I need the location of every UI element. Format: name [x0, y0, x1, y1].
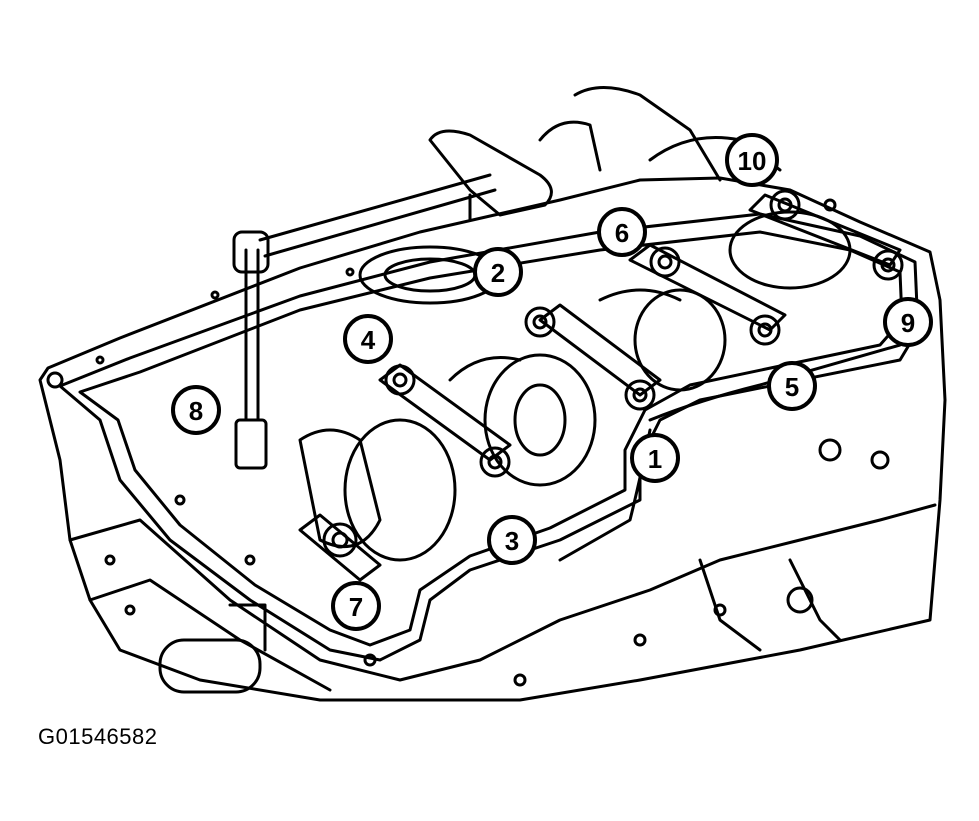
callout-3-label: 3 [505, 526, 519, 556]
callout-9-label: 9 [901, 308, 915, 338]
callout-6 [597, 207, 647, 257]
figure-id-caption: G01546582 [38, 724, 158, 749]
callouts [171, 133, 933, 631]
callout-10 [725, 133, 779, 187]
callout-1-label: 1 [648, 444, 662, 474]
callout-8-label: 8 [189, 396, 203, 426]
torque-wrench-socket [234, 418, 268, 470]
callout-9 [883, 297, 933, 347]
callout-4 [343, 314, 393, 364]
callout-2-label: 2 [491, 258, 505, 288]
callout-8 [171, 385, 221, 435]
callout-1 [630, 433, 680, 483]
callout-2 [473, 247, 523, 297]
callout-7 [331, 581, 381, 631]
callout-6-label: 6 [615, 218, 629, 248]
callout-10-label: 10 [738, 146, 767, 176]
callout-5-label: 5 [785, 372, 799, 402]
callout-5 [767, 361, 817, 411]
callout-3 [487, 515, 537, 565]
callout-4-label: 4 [361, 325, 376, 355]
callout-7-label: 7 [349, 592, 363, 622]
wrench-handle [428, 129, 553, 217]
block-outline [38, 176, 947, 702]
